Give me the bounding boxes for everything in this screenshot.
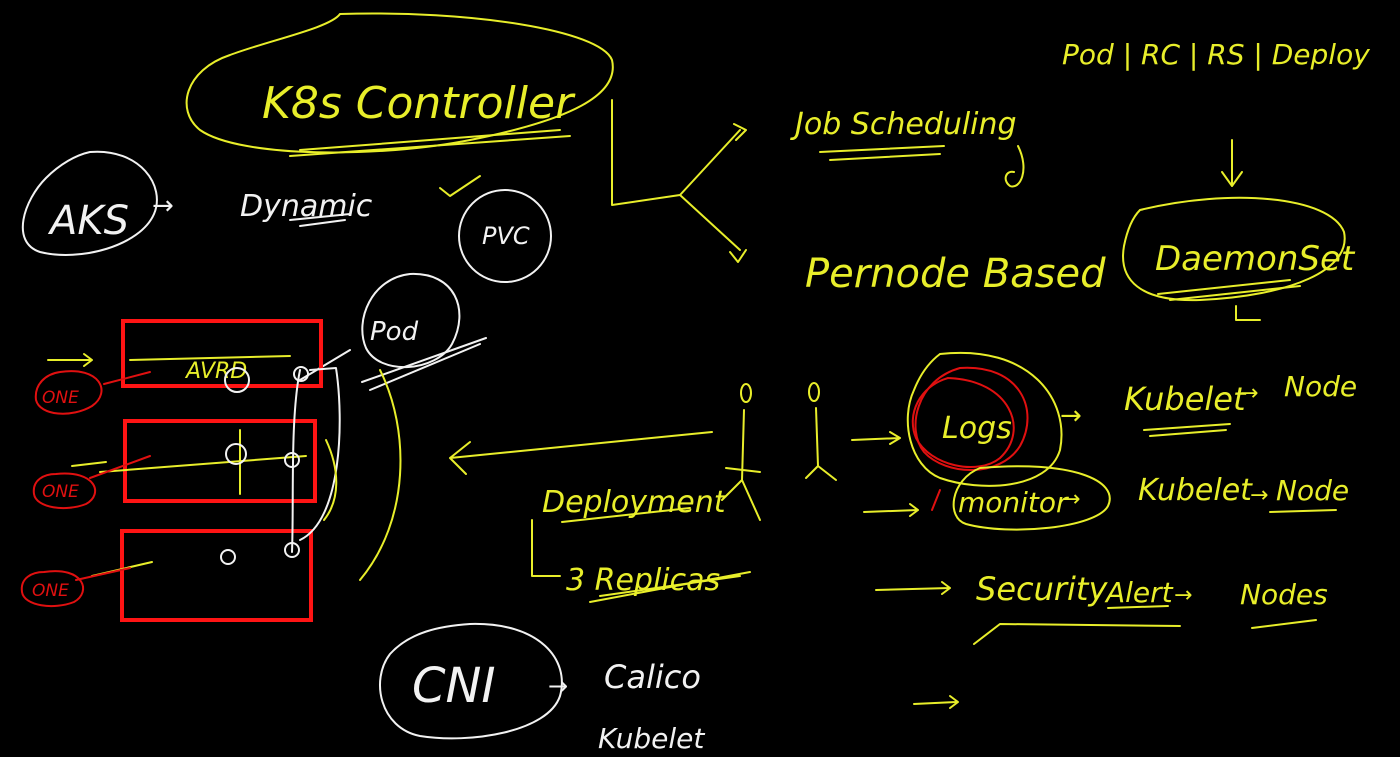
branch-arrow-top [733, 123, 747, 141]
box1-line [129, 355, 291, 361]
logs-arrow [851, 431, 901, 445]
one-label-2: ONE [42, 482, 79, 502]
one-label-3: ONE [32, 581, 69, 601]
logs-red-tail [931, 489, 941, 511]
monitor-label: monitor [958, 486, 1069, 519]
left-arrow [449, 431, 713, 475]
row2-node-underline [1269, 509, 1337, 513]
daemonset-hook [1235, 305, 1261, 321]
node-box-1 [121, 319, 323, 388]
figure-1-body [721, 409, 761, 521]
dynamic-underline [289, 213, 351, 227]
row2-kubelet: Kubelet [1138, 473, 1253, 508]
replicas-underline [589, 571, 751, 603]
branch-connector [611, 99, 741, 251]
logs-yellow-ring [906, 351, 1063, 487]
pvc-label: PVC [482, 222, 530, 250]
checkmark [439, 175, 481, 197]
k8s-controller-title: K8s Controller [262, 78, 576, 129]
row2-arrow: → [1062, 487, 1080, 512]
nodes-underline [1251, 619, 1317, 629]
pod-circle [361, 272, 461, 369]
boxes-bracket [323, 369, 402, 581]
aks-label: AKS [47, 198, 129, 244]
security-label: Security [976, 570, 1108, 608]
row1-kubelet-underline [1143, 423, 1231, 437]
k8s-controller-underline [289, 129, 571, 157]
down-arrow-to-daemonset [1221, 139, 1243, 187]
pods-connector [291, 367, 341, 553]
deployment-bracket [531, 519, 561, 577]
alert-label: Alert [1104, 576, 1174, 609]
cni-arrow: → [548, 672, 568, 700]
row1-kubelet: Kubelet [1124, 380, 1247, 418]
figure-1-head [740, 383, 752, 403]
logs-label: Logs [942, 411, 1012, 446]
alert-underline [1107, 605, 1169, 609]
job-scheduling-label: Job Scheduling [790, 107, 1017, 142]
row3-arrow-in [875, 581, 951, 595]
one-circle-1 [34, 370, 103, 415]
one-circle-2 [32, 472, 97, 510]
figure-2-head [808, 382, 820, 402]
stray-arrow [913, 695, 959, 709]
aks-circle [21, 150, 158, 256]
pod-label: Pod [370, 317, 419, 347]
row2-arrow-in [863, 503, 919, 517]
deployment-underline [561, 507, 691, 523]
node-box-3 [120, 529, 313, 622]
input-arrow-1 [47, 353, 93, 367]
box1-pod-dot [293, 366, 309, 382]
logs-red-ring-2 [911, 377, 1015, 469]
top-right-label: Pod | RC | RS | Deploy [1062, 38, 1370, 71]
box2-pod-marker [225, 443, 247, 465]
node-box-2 [123, 419, 317, 503]
row3-bracket [973, 623, 1181, 645]
one-links [75, 371, 151, 581]
aks-arrow: → [152, 191, 174, 221]
row1-node: Node [1284, 370, 1357, 403]
branch-arrow-bottom [729, 249, 747, 263]
bottom-kubelet-label: Kubelet [598, 722, 705, 755]
box1-pod-marker [224, 367, 250, 393]
job-scheduling-underline [819, 145, 945, 161]
row3-arrow: → [1174, 583, 1192, 608]
daemonset-underline [1157, 279, 1301, 301]
k8s-controller-ellipse [185, 12, 614, 154]
cni-label: CNI [412, 658, 496, 714]
figure-2-body [805, 407, 837, 481]
nodes-label: Nodes [1240, 578, 1328, 611]
row2-arrow-2: → [1250, 483, 1268, 508]
calico-label: Calico [604, 658, 701, 696]
row1-arrow: → [1060, 401, 1082, 431]
pvc-circle [458, 189, 552, 283]
daemonset-label: DaemonSet [1155, 239, 1356, 279]
input-arrow-2 [71, 461, 107, 467]
monitor-ellipse [952, 465, 1111, 531]
box3-pod-marker [220, 549, 236, 565]
daemonset-ellipse [1122, 196, 1346, 302]
row2-node: Node [1276, 474, 1349, 507]
cni-circle [379, 622, 563, 740]
one-label-1: ONE [42, 388, 79, 408]
job-scheduling-hook [1004, 145, 1025, 188]
row1-arrow-2: → [1240, 381, 1258, 406]
box2-lines [99, 429, 307, 495]
avrd-label: AVRD [184, 359, 247, 384]
pernode-based-label: Pernode Based [805, 251, 1106, 297]
